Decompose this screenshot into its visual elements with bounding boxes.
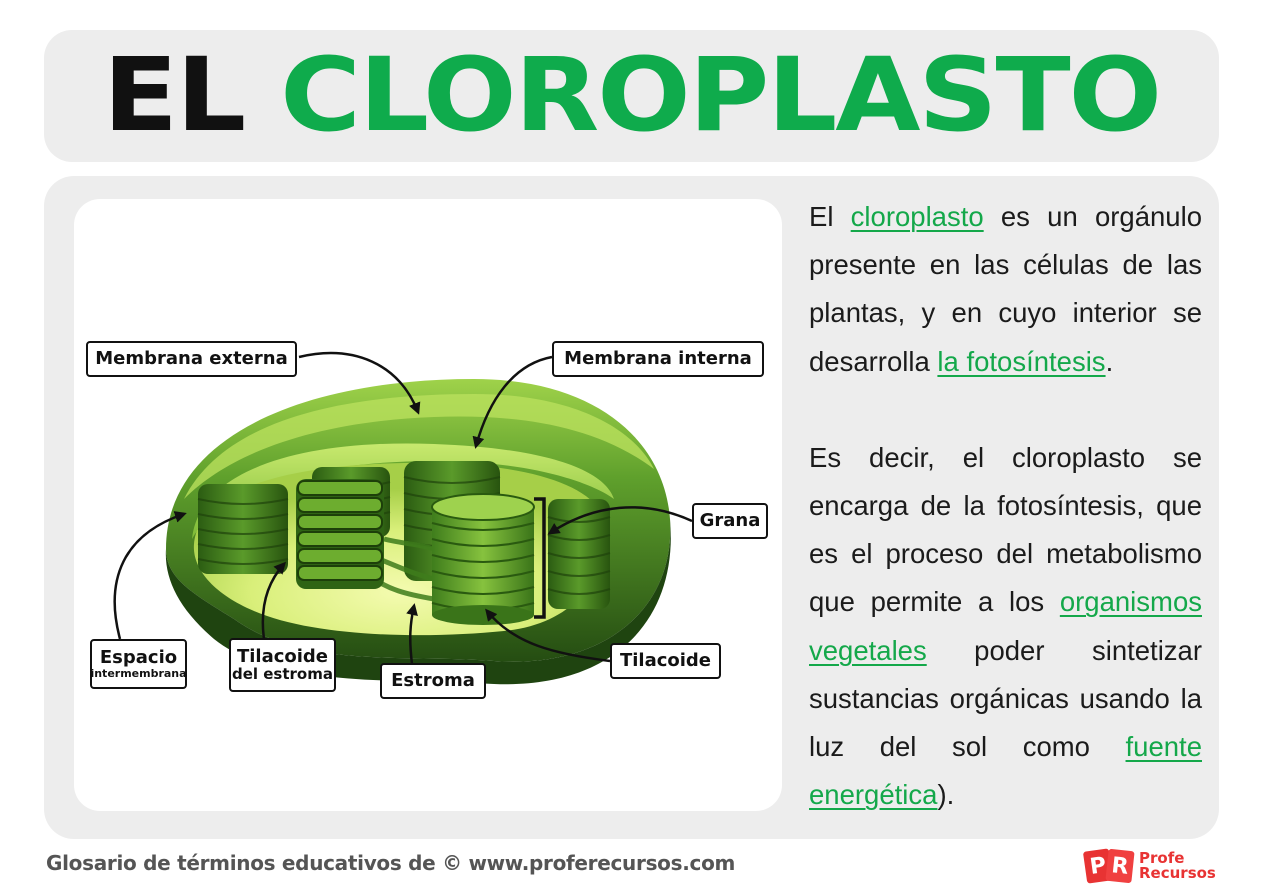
logo-wordmark: Profe Recursos — [1139, 849, 1216, 882]
label-membrana-externa: Membrana externa — [86, 341, 297, 377]
logo-mark: P R — [1082, 847, 1135, 885]
label-grana: Grana — [692, 503, 768, 539]
title-word-el: EL — [102, 36, 246, 155]
profe-recursos-logo: P R Profe Recursos — [1082, 844, 1223, 888]
callout-arrows — [113, 351, 693, 665]
label-tilacoide-del-estroma: Tilacoide del estroma — [229, 638, 336, 692]
chloroplast-illustration — [113, 351, 693, 685]
label-estroma: Estroma — [380, 663, 486, 699]
link-organismos-vegetales[interactable]: organismos vegetales — [809, 586, 1202, 666]
chloroplast-diagram — [74, 199, 782, 811]
label-espacio-intermembrana: Espacio intermembrana — [90, 639, 187, 689]
front-granum-left — [296, 479, 384, 589]
link-la-fotosintesis[interactable]: la fotosíntesis — [937, 345, 1106, 377]
page-title: EL CLOROPLASTO — [103, 45, 1162, 147]
title-bar: EL CLOROPLASTO — [44, 30, 1219, 162]
back-granum-left — [197, 484, 289, 574]
description-paragraph-1: El cloroplasto es un orgánulo presente e… — [809, 201, 1202, 377]
title-word-cloroplasto: CLOROPLASTO — [280, 36, 1162, 155]
label-membrana-interna: Membrana interna — [552, 341, 764, 377]
footer-credit: Glosario de términos educativos de © www… — [46, 851, 736, 875]
front-granum-center — [431, 493, 535, 625]
link-cloroplasto[interactable]: cloroplasto — [850, 201, 984, 232]
description-text: El cloroplasto es un orgánulo presente e… — [809, 193, 1202, 819]
label-tilacoide: Tilacoide — [610, 643, 721, 679]
description-paragraph-2: Es decir, el cloroplasto se encarga de l… — [809, 441, 1202, 811]
back-granum-right — [547, 499, 611, 609]
link-fuente-energetica[interactable]: fuente energética — [809, 731, 1202, 811]
